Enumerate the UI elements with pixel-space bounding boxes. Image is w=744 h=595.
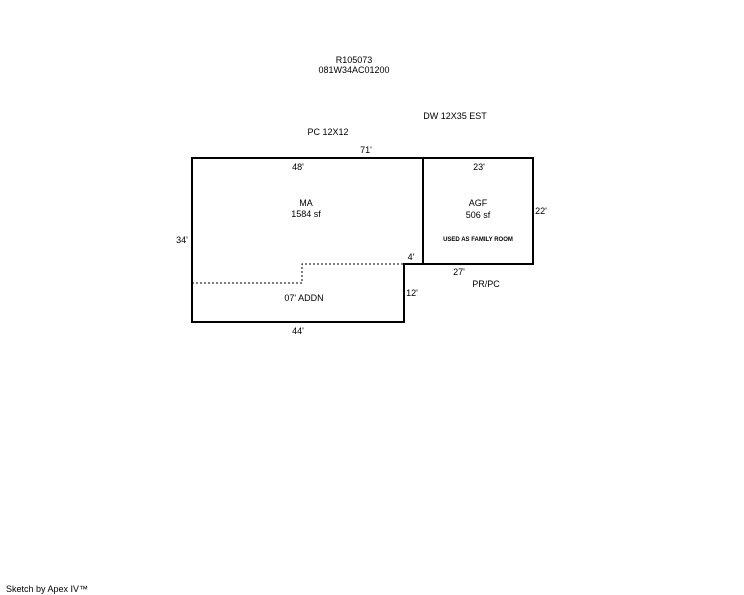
porch-annotation: PR/PC <box>472 279 500 289</box>
sketch-credit: Sketch by Apex IV™ <box>6 584 88 594</box>
dim-garage-bottom: 27' <box>453 267 465 277</box>
main-area-size: 1584 sf <box>291 209 321 219</box>
addition-boundary <box>192 263 404 284</box>
dim-garage-right: 22' <box>535 206 547 216</box>
main-area-code: MA <box>299 198 313 208</box>
dim-notch: 4' <box>408 252 415 262</box>
dw-annotation: DW 12X35 EST <box>423 111 487 121</box>
dim-bottom: 44' <box>292 326 304 336</box>
building-outline <box>191 157 534 323</box>
dim-garage-top: 23' <box>473 162 485 172</box>
dim-addition-right: 12' <box>406 288 418 298</box>
pc-annotation: PC 12X12 <box>307 127 348 137</box>
map-number: 081W34AC01200 <box>318 65 389 75</box>
garage-note: USED AS FAMILY ROOM <box>443 237 513 243</box>
dim-main-top: 48' <box>292 162 304 172</box>
garage-area-code: AGF <box>469 198 488 208</box>
addition-label: 07' ADDN <box>284 293 323 303</box>
dim-left: 34' <box>176 235 188 245</box>
garage-area-size: 506 sf <box>466 210 491 220</box>
parcel-id: R105073 <box>336 55 373 65</box>
dim-top-total: 71' <box>360 145 372 155</box>
